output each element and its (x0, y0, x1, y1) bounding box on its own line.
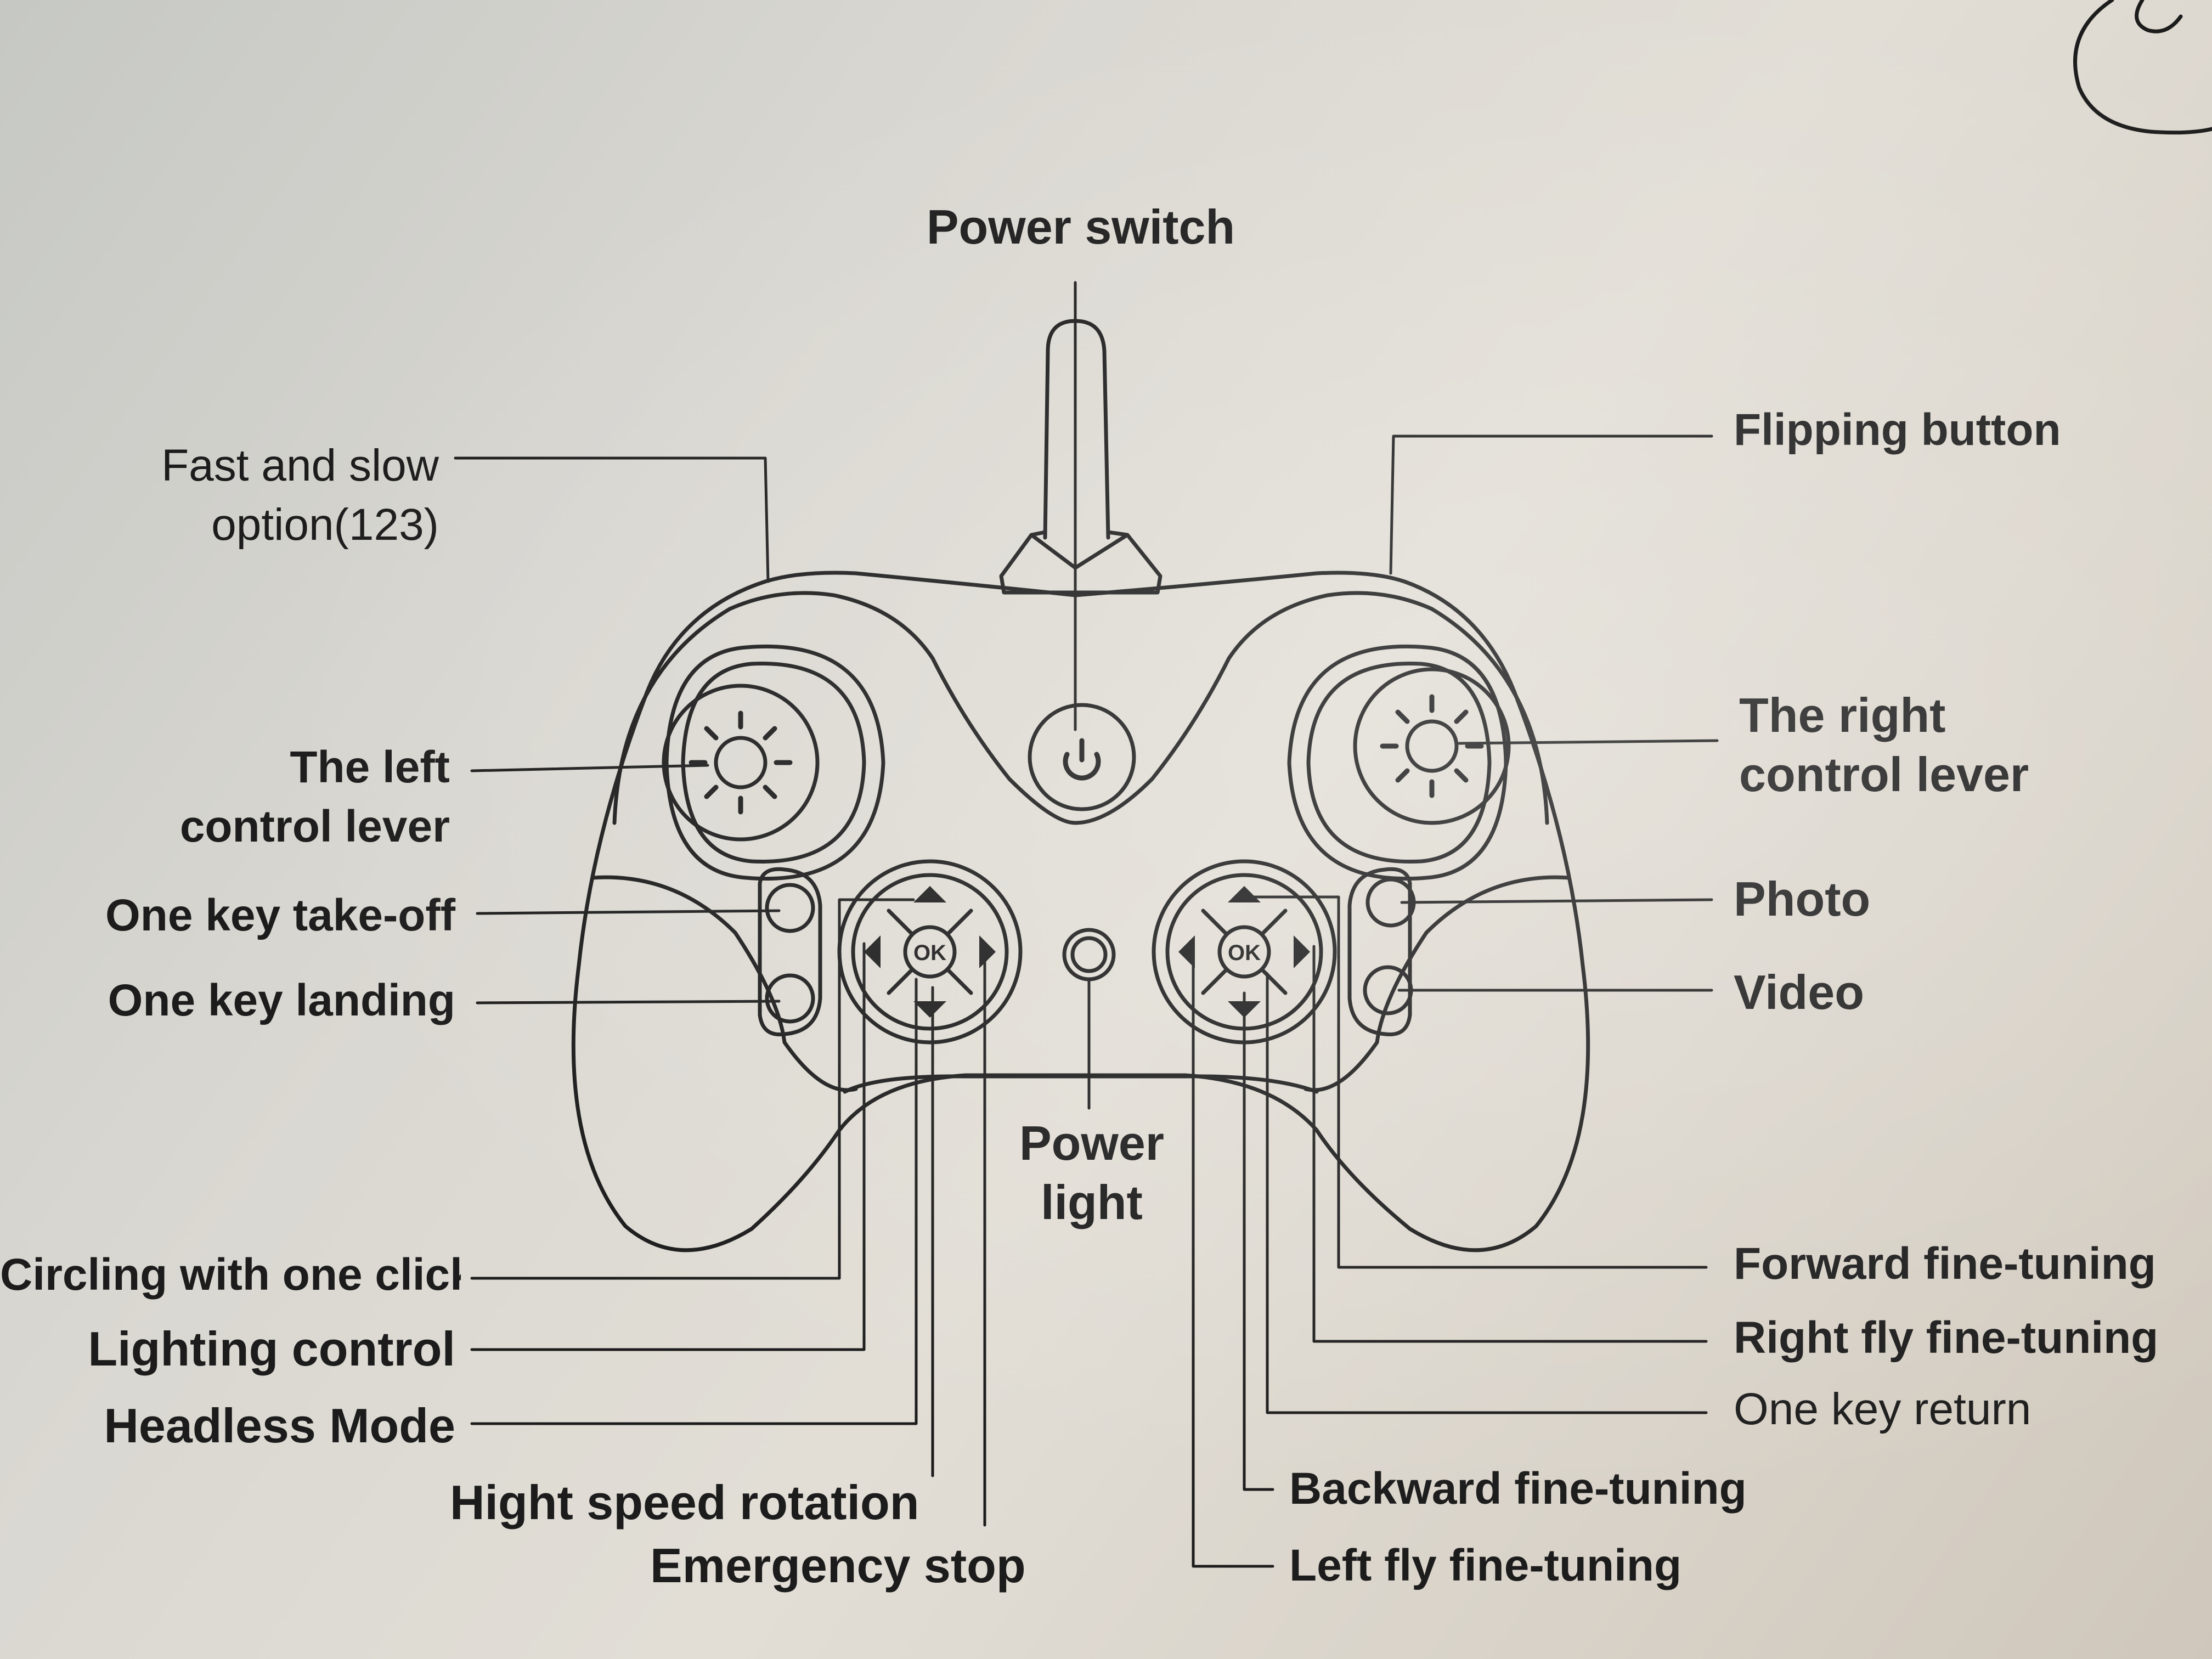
left-ok-label: OK (913, 941, 946, 965)
corner-illustration (2073, 0, 2212, 135)
power-light (1062, 928, 1116, 981)
power-button (1028, 703, 1136, 811)
controller-body (571, 571, 1590, 1252)
right-control-lever (1287, 644, 1511, 881)
takeoff-landing-buttons (758, 867, 822, 1037)
right-dpad-down-arrow (1228, 1001, 1261, 1018)
one-key-takeoff-label: One key take-off (105, 890, 455, 940)
circling-label: Circling with one click (0, 1250, 461, 1300)
fast-slow-label: Fast and slow option(123) (161, 441, 439, 550)
right-control-lever-label: The right control lever (1739, 688, 2029, 802)
forward-fine-tuning-label: Forward fine-tuning (1734, 1239, 2156, 1289)
power-switch-label: Power switch (926, 200, 1235, 254)
left-fly-fine-tuning-label: Left fly fine-tuning (1289, 1541, 1682, 1590)
right-fly-fine-tuning-label: Right fly fine-tuning (1734, 1313, 2159, 1363)
hight-speed-rotation-label: Hight speed rotation (450, 1475, 919, 1530)
left-dpad-down-arrow (913, 1001, 946, 1018)
right-dpad-up-arrow (1228, 886, 1261, 902)
power-light-label: Power light (1019, 1116, 1165, 1229)
photo-video-buttons (1347, 867, 1416, 1037)
one-key-return-label: One key return (1734, 1384, 2032, 1434)
dpad-arrows (864, 886, 1310, 1018)
left-dpad-left-arrow (864, 935, 881, 968)
lighting-control-label: Lighting control (88, 1322, 455, 1376)
left-dpad-right-arrow (979, 935, 996, 968)
emergency-stop-label: Emergency stop (650, 1538, 1026, 1593)
left-dpad-up-arrow (913, 886, 946, 902)
one-key-landing-label: One key landing (108, 975, 455, 1025)
backward-fine-tuning-label: Backward fine-tuning (1289, 1464, 1747, 1514)
leader-lines (454, 281, 1719, 1568)
antenna (999, 319, 1163, 595)
right-dpad-right-arrow (1294, 935, 1310, 968)
left-control-lever-label: The left control lever (179, 742, 450, 851)
photo-label: Photo (1734, 872, 1871, 926)
right-dpad-left-arrow (1178, 935, 1195, 968)
right-ok-label: OK (1228, 941, 1261, 965)
video-label: Video (1734, 965, 1865, 1019)
flipping-button-label: Flipping button (1734, 405, 2061, 455)
headless-mode-label: Headless Mode (104, 1398, 455, 1453)
left-control-lever (662, 644, 885, 881)
